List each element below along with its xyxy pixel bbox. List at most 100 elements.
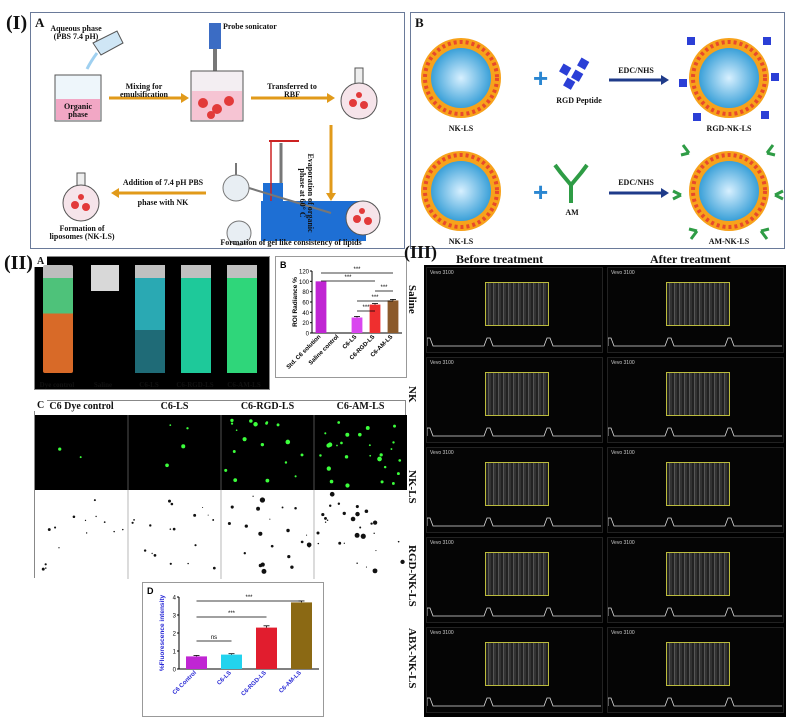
panel-I-label: (I) — [6, 12, 28, 34]
svg-text:+: + — [533, 177, 548, 207]
fluorescent-spot — [242, 437, 247, 442]
particle-spot — [294, 507, 297, 510]
particle-spot — [316, 531, 320, 535]
bar — [351, 317, 363, 333]
fluorescent-spot — [294, 475, 297, 478]
microscopy-col-header: C6-RGD-LS — [240, 401, 295, 412]
particle-spot — [259, 497, 266, 503]
waveform-line — [427, 337, 601, 347]
waveform-line — [427, 607, 601, 617]
bar — [291, 602, 312, 669]
particle-spot — [329, 491, 335, 497]
ultrasound-image: Vevo 3100 — [607, 357, 784, 443]
fluorescent-spot — [230, 418, 234, 423]
transferred-text: Transferred to RBF — [267, 82, 317, 100]
significance-label: *** — [380, 285, 388, 291]
fluorescent-spot — [329, 479, 334, 484]
significance-label: *** — [344, 275, 352, 281]
b-mode-window — [666, 552, 730, 596]
row-label-abx-nk-ls: ABX-NK-LS — [406, 628, 418, 689]
particle-spot — [324, 521, 327, 523]
particle-spot — [305, 534, 308, 536]
particle-spot — [286, 528, 290, 533]
particle-spot — [151, 552, 153, 555]
particle-spot — [153, 553, 157, 557]
particle-spot — [317, 542, 320, 545]
particle-spot — [269, 518, 271, 520]
panel-I-A: A — [30, 12, 405, 249]
ultrasound-image: Vevo 3100 — [426, 447, 603, 533]
fluorescent-spot — [390, 448, 393, 450]
particle-spot — [212, 566, 216, 570]
rgd-nk-ls-text: RGD-NK-LS — [706, 124, 752, 133]
particle-spot — [300, 540, 304, 544]
particle-spot — [261, 568, 267, 574]
waveform-line — [608, 697, 782, 707]
particle-spot — [256, 506, 261, 511]
particle-spot — [95, 515, 97, 518]
organic-beaker-icon — [54, 74, 102, 122]
liposome-icon — [421, 38, 501, 118]
doppler-waveform — [608, 697, 782, 707]
microscopy-col-header: C6 Dye control — [49, 401, 114, 412]
fluorescent-spot — [327, 442, 333, 447]
ultrasound-image: Vevo 3100 — [607, 627, 784, 713]
fluorescent-spot — [58, 447, 62, 451]
y-tick-label: 40 — [302, 311, 309, 317]
fluorescent-spot — [230, 422, 234, 425]
tube-label: C6-RGD-LS — [176, 381, 214, 389]
particle-spot — [149, 524, 152, 527]
particle-spot — [41, 567, 45, 571]
particle-spot — [360, 533, 366, 539]
fluorescent-spot — [265, 478, 270, 483]
ultrasound-image: Vevo 3100 — [426, 627, 603, 713]
row-label-nk: NK — [406, 386, 418, 403]
fluorescent-spot — [326, 466, 331, 471]
x-tick-label: C6 Control — [172, 670, 198, 696]
particle-spot — [258, 531, 263, 536]
y-tick-label: 2 — [173, 632, 177, 638]
ultrasound-image: Vevo 3100 — [607, 447, 784, 533]
x-tick-label: C6-LS — [216, 670, 233, 687]
tube-c6-ls — [135, 265, 165, 373]
fluorescent-spot — [276, 423, 280, 427]
microscopy-col-header: C6-AM-LS — [336, 401, 385, 412]
after-treatment-header: After treatment — [650, 252, 731, 266]
b-mode-window — [485, 372, 549, 416]
particle-spot — [84, 519, 87, 522]
particle-spot — [212, 519, 215, 521]
particle-spot — [54, 526, 57, 529]
rgd-peptide-text: RGD Peptide — [556, 96, 602, 105]
particle-spot — [244, 524, 248, 528]
panel-I-A-label: A — [35, 15, 45, 30]
particle-spot — [338, 541, 342, 545]
particle-spot — [170, 502, 174, 506]
fluorescent-spot — [340, 441, 343, 445]
waveform-line — [427, 427, 601, 437]
fluorescent-spot — [169, 424, 172, 427]
particle-spot — [207, 514, 209, 516]
fluorescent-spot — [358, 432, 362, 437]
fluorescent-spot — [232, 450, 236, 453]
fluorescent-spot — [365, 426, 370, 430]
fluorescent-spot — [181, 444, 186, 449]
liposome-conjugation-schematic: + + — [421, 37, 784, 240]
particle-spot — [85, 532, 88, 534]
arrow-right-icon — [609, 75, 669, 85]
particle-spot — [227, 521, 231, 526]
particle-spot — [290, 565, 294, 569]
bar — [369, 304, 381, 333]
tube-c6-rgd-ls — [181, 265, 211, 373]
pouring-beaker-icon — [85, 30, 124, 70]
tube-label: C6-LS — [139, 381, 159, 389]
b-mode-window — [666, 282, 730, 326]
tube-labels: Dye control Saline C6-LS C6-RGD-LS C6-AM… — [34, 381, 270, 393]
particle-spot — [133, 519, 135, 521]
fluorescent-spot — [249, 419, 253, 423]
svg-text:+: + — [533, 63, 548, 93]
fluorescent-spot — [319, 454, 322, 457]
liposome-icon — [679, 37, 779, 121]
particle-spot — [243, 552, 246, 555]
